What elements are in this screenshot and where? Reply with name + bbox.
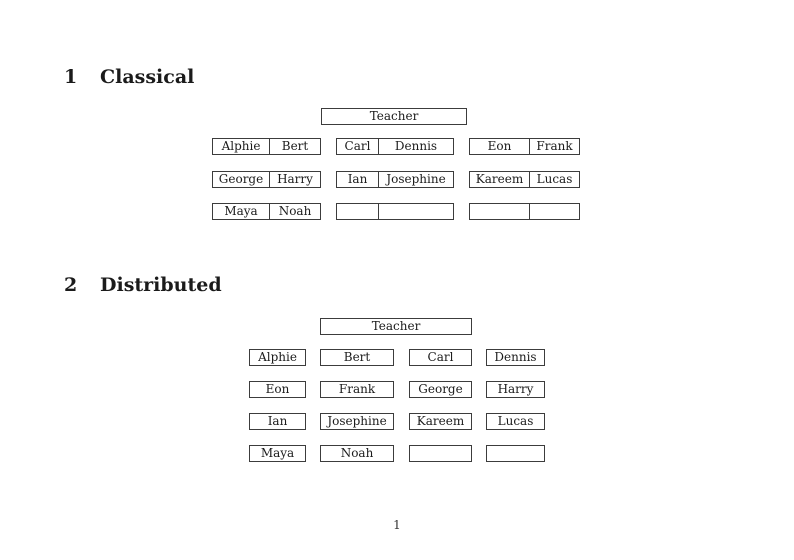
desk: Frank: [320, 381, 394, 398]
seat: Noah: [278, 204, 312, 218]
teacher-box: Teacher: [320, 318, 472, 335]
seat: [470, 204, 530, 219]
desk: Kareem: [409, 413, 472, 430]
desk: Bert: [320, 349, 394, 366]
desk: Maya: [249, 445, 306, 462]
desk: Dennis: [486, 349, 545, 366]
page-number: 1: [393, 518, 401, 532]
section-heading-distributed: 2 Distributed: [64, 274, 222, 296]
seat: Bert: [281, 139, 309, 153]
desk: Alphie: [249, 349, 306, 366]
section-heading-classical: 1 Classical: [64, 66, 194, 88]
desk: Harry: [486, 381, 545, 398]
desk: Maya Noah: [212, 203, 321, 220]
desk: Ian Josephine: [336, 171, 454, 188]
desk: Carl Dennis: [336, 138, 454, 155]
teacher-box: Teacher: [321, 108, 467, 125]
seat: Ian: [337, 172, 379, 187]
seat: George: [213, 172, 270, 187]
desk: George: [409, 381, 472, 398]
desk: [469, 203, 580, 220]
section-number: 1: [64, 66, 78, 88]
desk: Lucas: [486, 413, 545, 430]
section-title: Classical: [100, 66, 195, 88]
desk: George Harry: [212, 171, 321, 188]
desk: [336, 203, 454, 220]
seat: Kareem: [470, 172, 530, 187]
desk: [486, 445, 545, 462]
desk: Eon Frank: [469, 138, 580, 155]
seat: Dennis: [394, 139, 438, 153]
seat: [379, 204, 453, 219]
desk: Noah: [320, 445, 394, 462]
desk: Alphie Bert: [212, 138, 321, 155]
seat: Maya: [213, 204, 270, 219]
seat: Lucas: [536, 172, 573, 186]
desk: Carl: [409, 349, 472, 366]
desk: Kareem Lucas: [469, 171, 580, 188]
seat: Josephine: [386, 172, 446, 186]
desk: Josephine: [320, 413, 394, 430]
desk: [409, 445, 472, 462]
seat: Harry: [277, 172, 313, 186]
seat: Alphie: [213, 139, 270, 154]
seat: Eon: [470, 139, 530, 154]
desk: Ian: [249, 413, 306, 430]
section-number: 2: [64, 274, 78, 296]
seat: Frank: [536, 139, 573, 153]
section-title: Distributed: [100, 274, 222, 296]
desk: Eon: [249, 381, 306, 398]
seat: [530, 204, 579, 219]
seat: Carl: [337, 139, 379, 154]
seat: [337, 204, 379, 219]
